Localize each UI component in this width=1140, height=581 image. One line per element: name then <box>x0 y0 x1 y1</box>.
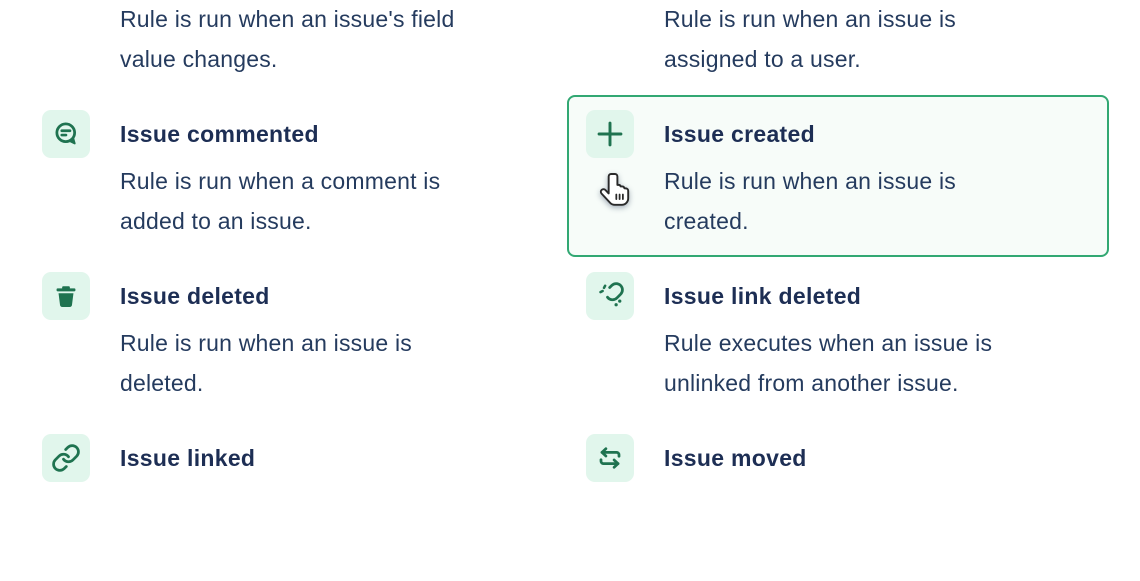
trigger-description: Rule is run when an issue is assigned to… <box>664 6 956 72</box>
trigger-title: Issue commented <box>120 120 319 147</box>
trigger-card-issue-linked[interactable]: Issue linked <box>23 419 565 581</box>
trigger-card-issue-deleted[interactable]: Issue deleted Rule is run when an issue … <box>23 257 565 419</box>
trigger-card-issue-link-deleted[interactable]: Issue link deleted Rule executes when an… <box>567 257 1109 419</box>
trigger-options-grid: Rule is run when an issue's field value … <box>23 0 1111 581</box>
trigger-description: Rule is run when an issue's field value … <box>120 6 455 72</box>
trigger-icon-tile <box>586 434 634 482</box>
move-icon <box>595 443 625 473</box>
trigger-description: Rule executes when an issue is unlinked … <box>664 330 993 396</box>
trigger-title: Issue deleted <box>120 282 270 309</box>
trigger-description: Rule is run when an issue is created. <box>664 168 956 234</box>
trigger-icon-tile <box>586 272 634 320</box>
trigger-title: Issue link deleted <box>664 282 862 309</box>
trigger-icon-tile <box>42 272 90 320</box>
broken-link-icon <box>595 281 625 311</box>
trigger-card-issue-moved[interactable]: Issue moved <box>567 419 1109 581</box>
trigger-icon-tile <box>586 110 634 158</box>
link-icon <box>51 443 81 473</box>
trigger-title: Issue created <box>664 120 815 147</box>
plus-icon <box>594 118 626 150</box>
trigger-card-row-0[interactable]: Rule is run when an issue's field value … <box>23 0 565 95</box>
trigger-icon-tile <box>42 110 90 158</box>
trigger-title: Issue moved <box>664 444 807 471</box>
comment-icon <box>51 119 81 149</box>
trigger-card-issue-commented[interactable]: Issue commented Rule is run when a comme… <box>23 95 565 257</box>
trigger-description: Rule is run when an issue is deleted. <box>120 330 412 396</box>
trigger-title: Issue linked <box>120 444 256 471</box>
trigger-card-issue-created[interactable]: Issue created Rule is run when an issue … <box>567 95 1109 257</box>
trigger-description: Rule is run when a comment is added to a… <box>120 168 441 234</box>
trigger-card-row-1[interactable]: Rule is run when an issue is assigned to… <box>567 0 1109 95</box>
trash-icon <box>52 282 80 310</box>
trigger-icon-tile <box>42 434 90 482</box>
